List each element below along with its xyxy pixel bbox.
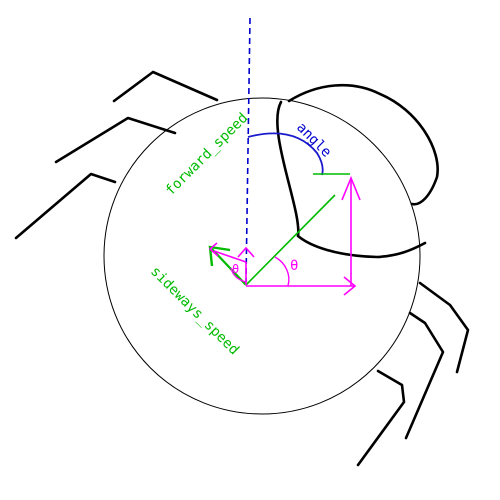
body-circle	[103, 97, 421, 415]
leg-upper-left	[112, 70, 219, 103]
small-horizontal-arrowhead	[208, 242, 219, 257]
left-legs	[14, 70, 219, 240]
sideways-speed-label: sideways_speed	[147, 264, 242, 359]
small-vertical-arrowhead	[237, 246, 255, 258]
leg-lower-right	[356, 369, 406, 467]
leg-lower-left	[14, 172, 117, 240]
leg-middle-right	[404, 311, 445, 440]
head-outline	[276, 100, 427, 259]
head-dome	[287, 83, 439, 206]
theta-label-main: θ	[290, 258, 298, 274]
angle-arc	[247, 132, 324, 176]
leg-upper-right	[418, 281, 470, 374]
right-legs	[356, 281, 470, 467]
theta-label-small: θ	[232, 262, 239, 276]
small-horizontal-component	[213, 250, 247, 263]
angle-label: angle	[293, 120, 334, 161]
velocity-vector	[245, 194, 336, 286]
theta-arc-small	[230, 267, 247, 283]
sideways-component-arrowhead	[343, 276, 357, 296]
forward-direction-dashed-line	[245, 17, 251, 283]
leg-middle-left	[54, 116, 177, 164]
forward-component-arrowhead	[341, 175, 361, 201]
small-green-arrowhead	[208, 245, 231, 267]
theta-arc-main	[274, 256, 290, 287]
